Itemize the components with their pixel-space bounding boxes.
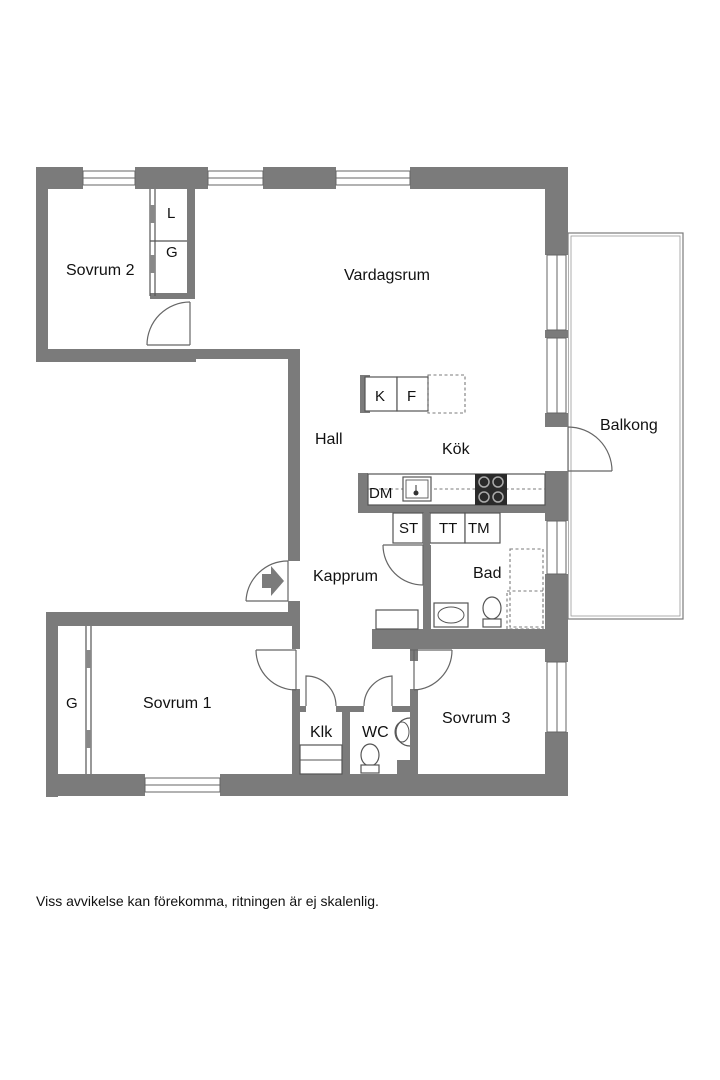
bathroom-sink-icon (433, 602, 469, 628)
right-wall-openings (545, 254, 568, 733)
wc-sink-icon (394, 717, 411, 747)
fixture-label-dryer: TT (439, 520, 457, 537)
bottom-window (144, 774, 221, 796)
room-label-sovrum3: Sovrum 3 (442, 710, 511, 727)
kitchen-island (360, 374, 466, 414)
top-windows (82, 167, 411, 189)
interior-walls (149, 189, 545, 779)
klk-shelf (299, 744, 343, 775)
room-label-vardagsrum: Vardagsrum (344, 267, 430, 284)
stove-icon (475, 474, 507, 505)
disclaimer-text: Viss avvikelse kan förekomma, ritningen … (36, 893, 379, 909)
room-label-wc: WC (362, 724, 389, 741)
room-label-klk: Klk (310, 724, 333, 741)
fixture-label-storage: ST (399, 520, 418, 537)
fixture-label-washer: TM (468, 520, 490, 537)
room-label-sovrum2: Sovrum 2 (66, 262, 135, 279)
fixture-label-dishwasher: DM (369, 485, 392, 502)
room-label-balkong: Balkong (600, 417, 658, 434)
room-label-kapprum: Kapprum (313, 568, 378, 585)
fixture-label-fridge: K (375, 388, 385, 405)
wc-toilet-icon (360, 743, 380, 774)
room-label-sovrum1: Sovrum 1 (143, 695, 212, 712)
room-label-hall: Hall (315, 431, 343, 448)
floor-plan: Sovrum 2 Vardagsrum Balkong Hall Kök Kap… (36, 167, 684, 797)
fixture-label-linen: L (167, 205, 175, 222)
bad-shelf (375, 609, 419, 630)
bathtub-icon (506, 548, 544, 630)
room-label-kok: Kök (442, 441, 471, 458)
fixture-label-wardrobe-sovrum2: G (166, 244, 178, 261)
room-label-bad: Bad (473, 565, 501, 582)
laundry-cabinets (392, 512, 501, 545)
doors (146, 301, 613, 707)
sovrum1-wardrobe (85, 626, 92, 774)
fixture-label-freezer: F (407, 388, 416, 405)
fixture-label-wardrobe-sovrum1: G (66, 695, 78, 712)
entrance-arrow-icon (262, 566, 284, 596)
kitchen-counter (367, 473, 546, 506)
toilet-icon (482, 596, 502, 628)
exterior-walls (36, 167, 568, 797)
